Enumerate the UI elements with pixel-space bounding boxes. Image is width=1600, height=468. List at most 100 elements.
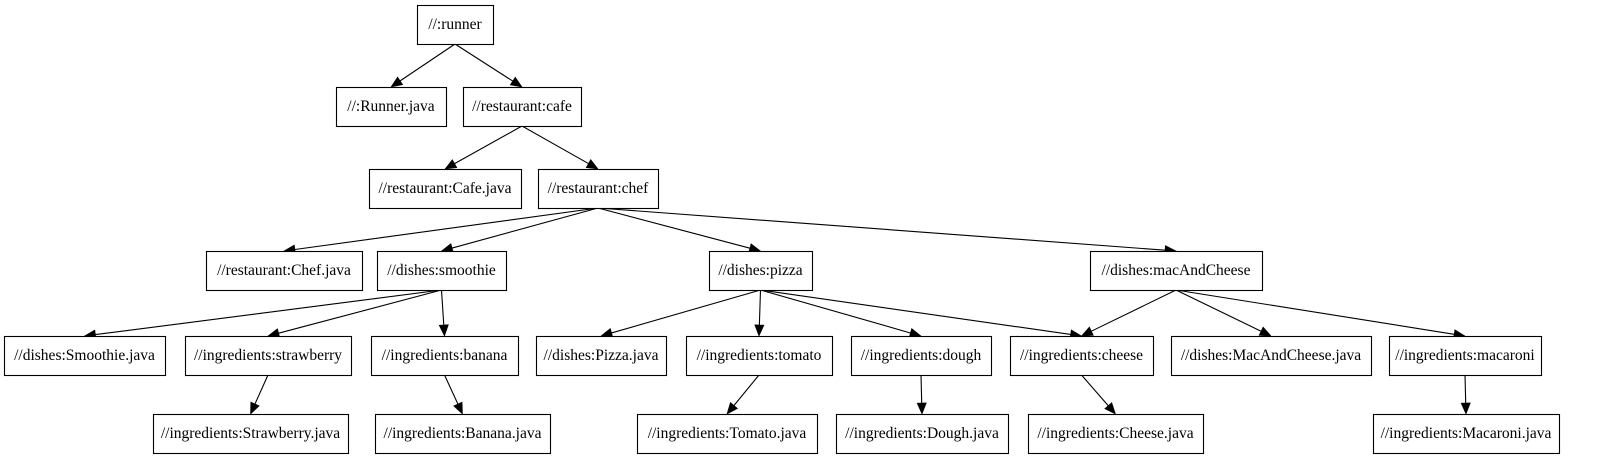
node-label: //restaurant:cafe — [472, 98, 572, 115]
nodes-layer: //:runner //:Runner.java //restaurant:cafe… — [3, 4, 1561, 455]
node-label: //ingredients:Dough.java — [845, 425, 999, 442]
graph-node[interactable]: //restaurant:cafe — [462, 86, 583, 128]
graph-edge — [294, 207, 599, 251]
node-rect[interactable] — [205, 250, 364, 292]
graph-node[interactable]: //:Runner.java — [335, 86, 448, 128]
node-rect[interactable] — [685, 335, 834, 377]
node-label: //ingredients:Tomato.java — [648, 425, 807, 442]
graph-edge — [278, 289, 442, 334]
graph-edge — [1091, 289, 1177, 332]
graph-node[interactable]: //dishes:MacAndCheese.java — [1170, 335, 1373, 377]
graph-node[interactable]: //dishes:smoothie — [376, 250, 508, 292]
graph-edge — [444, 374, 459, 405]
graph-edge — [1464, 374, 1467, 404]
graph-edge — [611, 289, 761, 334]
graph-node[interactable]: //ingredients:Macaroni.java — [1372, 413, 1561, 455]
graph-edge — [760, 289, 1071, 335]
node-label: //ingredients:dough — [861, 347, 982, 364]
graph-edge-arrowhead — [438, 324, 449, 337]
graph-edge — [454, 125, 523, 165]
node-rect[interactable] — [374, 413, 552, 455]
node-rect[interactable] — [708, 250, 814, 292]
graph-edge — [521, 125, 589, 165]
graph-edge-arrowhead — [1460, 402, 1471, 415]
graph-edge-arrowhead — [754, 324, 765, 337]
graph-node[interactable]: //dishes:macAndCheese — [1089, 250, 1264, 292]
node-rect[interactable] — [370, 335, 520, 377]
graph-node[interactable]: //dishes:Smoothie.java — [3, 335, 167, 377]
node-rect[interactable] — [3, 335, 167, 377]
node-rect[interactable] — [537, 168, 660, 210]
graph-node[interactable]: //ingredients:Cheese.java — [1027, 413, 1205, 455]
graph-edge — [733, 374, 760, 406]
graph-edge-arrowhead — [726, 402, 739, 415]
graph-edge — [440, 289, 445, 326]
node-label: //restaurant:Chef.java — [217, 262, 351, 279]
node-label: //dishes:pizza — [718, 262, 802, 279]
node-label: //ingredients:macaroni — [1395, 347, 1535, 364]
node-rect[interactable] — [1170, 335, 1373, 377]
graph-node[interactable]: //ingredients:Banana.java — [374, 413, 552, 455]
graph-node[interactable]: //dishes:Pizza.java — [535, 335, 668, 377]
node-rect[interactable] — [368, 168, 523, 210]
node-label: //ingredients:Macaroni.java — [1381, 425, 1552, 442]
graph-edge-arrowhead — [1104, 402, 1117, 415]
graph-node[interactable]: //dishes:pizza — [708, 250, 814, 292]
graph-node[interactable]: //ingredients:dough — [850, 335, 993, 377]
graph-edge — [1175, 289, 1262, 332]
node-rect[interactable] — [1027, 413, 1205, 455]
graph-edge — [451, 207, 599, 249]
graph-node[interactable]: //ingredients:Strawberry.java — [152, 413, 350, 455]
node-label: //:Runner.java — [347, 98, 435, 115]
node-label: //ingredients:Cheese.java — [1037, 425, 1193, 442]
graph-node[interactable]: //restaurant:Cafe.java — [368, 168, 523, 210]
graph-node[interactable]: //:runner — [416, 4, 495, 46]
graph-edge-arrowhead — [585, 159, 599, 170]
node-rect[interactable] — [535, 335, 668, 377]
node-rect[interactable] — [636, 413, 819, 455]
node-label: //ingredients:Strawberry.java — [161, 425, 340, 442]
graph-edge — [597, 207, 1166, 251]
graph-node[interactable]: //ingredients:cheese — [1009, 335, 1155, 377]
node-rect[interactable] — [416, 4, 495, 46]
graph-edge — [760, 289, 911, 334]
graph-edge-arrowhead — [1080, 326, 1094, 337]
node-rect[interactable] — [1089, 250, 1264, 292]
graph-node[interactable]: //ingredients:macaroni — [1388, 335, 1543, 377]
graph-edge — [254, 374, 269, 405]
node-label: //ingredients:strawberry — [194, 347, 342, 364]
node-rect[interactable] — [1009, 335, 1155, 377]
graph-edge — [758, 289, 762, 326]
graph-node[interactable]: //restaurant:chef — [537, 168, 660, 210]
node-label: //ingredients:cheese — [1020, 347, 1143, 364]
node-label: //ingredients:tomato — [697, 347, 822, 364]
node-rect[interactable] — [152, 413, 350, 455]
graph-node[interactable]: //restaurant:Chef.java — [205, 250, 364, 292]
graph-node[interactable]: //ingredients:Tomato.java — [636, 413, 819, 455]
node-label: //dishes:Pizza.java — [544, 347, 659, 364]
node-rect[interactable] — [184, 335, 353, 377]
graph-edge — [1081, 374, 1109, 407]
graph-edge-arrowhead — [453, 401, 463, 415]
graph-edge — [95, 289, 442, 336]
node-rect[interactable] — [850, 335, 993, 377]
graph-node[interactable]: //ingredients:strawberry — [184, 335, 353, 377]
graph-edge-arrowhead — [250, 401, 260, 415]
node-rect[interactable] — [835, 413, 1010, 455]
graph-node[interactable]: //ingredients:Dough.java — [835, 413, 1010, 455]
node-rect[interactable] — [1388, 335, 1543, 377]
node-label: //ingredients:Banana.java — [384, 425, 542, 442]
node-rect[interactable] — [335, 86, 448, 128]
node-label: //restaurant:chef — [548, 180, 650, 197]
graph-edge — [920, 374, 923, 404]
graph-node[interactable]: //ingredients:banana — [370, 335, 520, 377]
graph-edge-arrowhead — [390, 76, 404, 88]
graph-node[interactable]: //ingredients:tomato — [685, 335, 834, 377]
graph-edge — [399, 43, 456, 82]
node-rect[interactable] — [462, 86, 583, 128]
node-rect[interactable] — [376, 250, 508, 292]
graph-edge — [597, 207, 751, 249]
graph-edge — [1175, 289, 1455, 335]
node-rect[interactable] — [1372, 413, 1561, 455]
